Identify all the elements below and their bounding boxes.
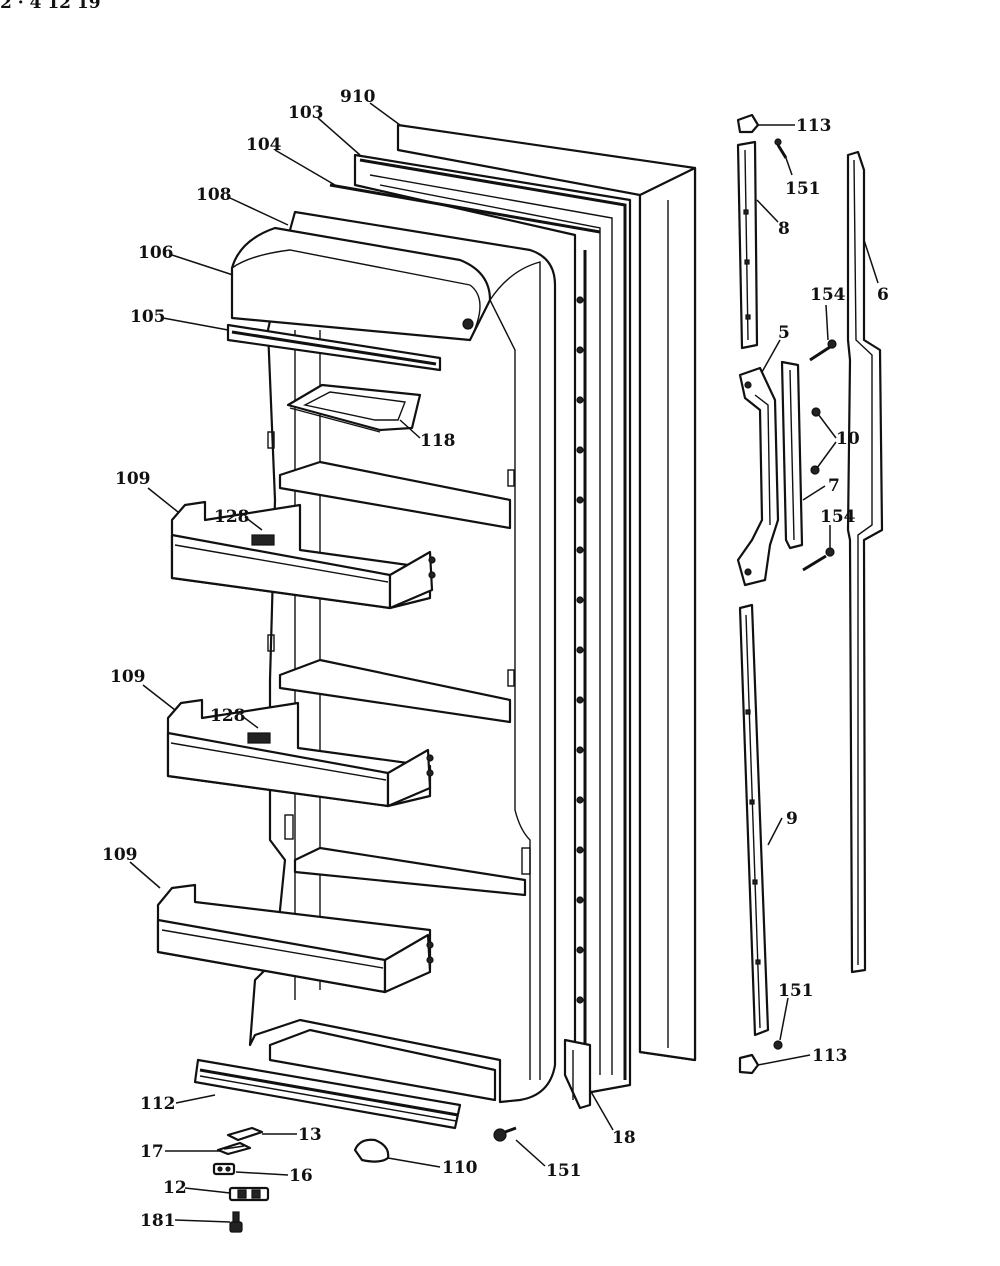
header-fragment: 2 · 4 12 19 — [0, 0, 101, 13]
callout-17: 17 — [140, 1142, 164, 1162]
callout-9: 9 — [786, 809, 798, 829]
screw-154-lower — [802, 547, 835, 572]
callout-151-top: 151 — [785, 179, 821, 199]
gasket-bead-strip — [574, 250, 587, 1080]
callout-103: 103 — [288, 103, 324, 123]
callout-16: 16 — [289, 1166, 313, 1186]
callout-112: 112 — [140, 1094, 176, 1114]
callout-109-lower: 109 — [102, 845, 138, 865]
callout-104: 104 — [246, 135, 282, 155]
dairy-compartment — [230, 226, 492, 342]
callout-118: 118 — [420, 431, 456, 451]
small-part-12 — [228, 1186, 270, 1202]
small-part-110 — [353, 1138, 390, 1163]
small-part-17 — [216, 1141, 252, 1156]
door-outer-panel — [396, 123, 697, 1062]
screw-151-bottom — [493, 1126, 517, 1142]
callout-106: 106 — [138, 243, 174, 263]
screw-151-top — [774, 138, 788, 159]
door-bin-upper — [170, 500, 436, 610]
callout-113-top: 113 — [796, 116, 832, 136]
callout-109-upper: 109 — [115, 469, 151, 489]
small-part-13 — [226, 1126, 264, 1142]
handle-gasket-strip — [846, 150, 884, 974]
handle-plugs — [810, 407, 821, 475]
callout-151-lower: 151 — [778, 981, 814, 1001]
door-bin-middle — [166, 698, 434, 808]
door-bin-lower — [156, 883, 434, 994]
callout-108: 108 — [196, 185, 232, 205]
screw-151-lower — [773, 1040, 783, 1050]
callout-6: 6 — [877, 285, 889, 305]
callout-13: 13 — [298, 1125, 322, 1145]
callout-5: 5 — [778, 323, 790, 343]
callout-10: 10 — [836, 429, 860, 449]
callout-105: 105 — [130, 307, 166, 327]
upper-handle-trim — [736, 140, 759, 350]
screw-154-upper — [809, 339, 837, 362]
small-part-16 — [212, 1162, 236, 1176]
callout-128-middle: 128 — [210, 706, 246, 726]
leader-lines — [129, 102, 879, 1223]
callout-7: 7 — [828, 476, 840, 496]
callout-154-lower: 154 — [820, 507, 856, 527]
lower-handle-trim — [738, 603, 770, 1037]
callout-128-upper: 128 — [214, 507, 250, 527]
dairy-door-hinge-bar — [226, 323, 442, 372]
egg-tray — [286, 383, 422, 433]
callout-8: 8 — [778, 219, 790, 239]
callout-910: 910 — [340, 87, 376, 107]
callout-18: 18 — [612, 1128, 636, 1148]
handle-insert — [780, 360, 804, 550]
callout-109-middle: 109 — [110, 667, 146, 687]
callout-151-bottom: 151 — [546, 1161, 582, 1181]
callout-181: 181 — [140, 1211, 176, 1231]
callout-154-upper: 154 — [810, 285, 846, 305]
gasket-strip-18 — [563, 1038, 592, 1110]
handle-end-cap-bottom — [738, 1053, 760, 1075]
callout-12: 12 — [163, 1178, 187, 1198]
screw-181 — [229, 1211, 243, 1233]
callout-110: 110 — [442, 1158, 478, 1178]
door-inner-liner — [248, 210, 557, 1104]
callout-113-bottom: 113 — [812, 1046, 848, 1066]
bottom-trim — [193, 1058, 462, 1130]
handle-end-cap-top — [736, 113, 760, 134]
door-handle — [736, 366, 780, 587]
